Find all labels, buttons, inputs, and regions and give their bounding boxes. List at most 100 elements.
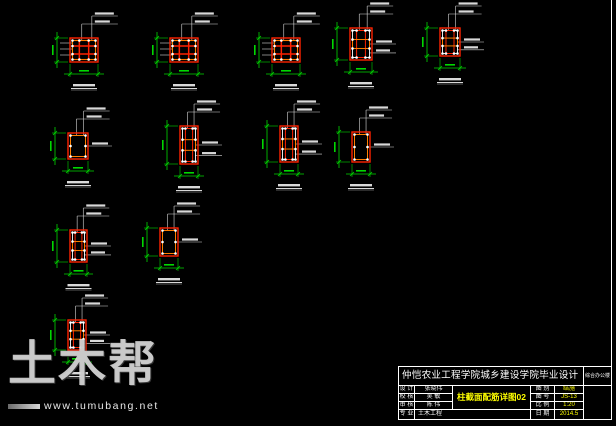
rebar-dot <box>366 145 369 149</box>
rebar-dot <box>441 52 444 55</box>
inner-stirrup <box>282 138 296 150</box>
dimension-text <box>72 358 82 360</box>
dimension-text <box>262 139 264 149</box>
rebar-dot <box>366 158 369 161</box>
dimension-tick <box>52 347 58 353</box>
rebar-dot <box>368 29 371 32</box>
dimension-tick <box>84 271 90 277</box>
section-caption <box>350 82 372 85</box>
rebar-dot <box>80 231 84 234</box>
rebar-dot <box>71 231 74 234</box>
info-value: 2014.5 <box>555 410 584 419</box>
title-block: 仲恺农业工程学院城乡建设学院毕业设计 综合办公楼 设 计 张晓伟 校 核 吴 敏… <box>398 366 612 420</box>
staff-label: 校 核 <box>399 394 415 402</box>
rebar-dot <box>171 44 174 48</box>
rebar-dot <box>83 258 86 261</box>
dimension-tick <box>256 59 262 65</box>
dimension-tick <box>65 168 71 174</box>
dimension-tick <box>295 171 301 177</box>
dimension-tick <box>157 265 163 271</box>
stirrup <box>354 134 368 160</box>
column-outline <box>349 27 373 61</box>
dimension-tick <box>54 35 60 41</box>
section-caption <box>350 184 372 187</box>
rebar-dot <box>83 249 86 252</box>
annotation-text <box>458 2 478 5</box>
annotation-text <box>296 12 316 15</box>
rebar-dot <box>69 155 72 158</box>
rebar-dot <box>187 39 190 42</box>
watermark-brand: 土木帮 <box>8 338 159 391</box>
dimension-tick <box>65 359 71 365</box>
stirrup <box>71 39 97 61</box>
dimension-tick <box>195 71 201 77</box>
rebar-dot <box>284 158 287 161</box>
dimension-tick <box>144 253 150 259</box>
annotation-text <box>302 150 316 153</box>
dimension-text <box>334 142 336 152</box>
section-caption <box>67 181 89 184</box>
rebar-dot <box>84 134 87 137</box>
column-section-detail <box>50 107 112 188</box>
section-caption <box>67 284 90 287</box>
rebar-dot <box>181 138 184 141</box>
rebar-dot <box>296 44 299 48</box>
rebar-dot <box>71 249 74 252</box>
staff-label: 设 计 <box>399 386 415 394</box>
inner-stirrup <box>445 30 455 54</box>
rebar-dot <box>281 137 284 141</box>
annotation-text <box>94 20 110 23</box>
dimension-text <box>50 330 52 340</box>
annotation-text <box>464 46 478 49</box>
dimension-text <box>79 70 89 72</box>
stirrup <box>273 39 299 61</box>
info-value: 1:20 <box>555 402 584 410</box>
dimension-text <box>50 141 52 151</box>
rebar-dot <box>94 39 97 42</box>
dimension-text <box>142 237 144 247</box>
staff-label: 审 核 <box>399 402 415 410</box>
rebar-dot <box>368 47 371 50</box>
rebar-dot <box>456 36 459 40</box>
rebar-dot <box>82 329 85 333</box>
rebar-dot <box>161 252 164 255</box>
dimension-tick <box>52 317 58 323</box>
staff-name: 张晓伟 <box>415 386 453 394</box>
column-outline <box>169 37 199 63</box>
column-outline <box>69 229 88 263</box>
rebar-dot <box>456 52 459 55</box>
annotation-text <box>464 38 480 41</box>
dimension-tick <box>336 159 342 165</box>
dimension-tick <box>349 171 355 177</box>
rebar-dot <box>281 127 284 130</box>
rebar-dot <box>364 56 367 59</box>
column-outline <box>67 132 89 160</box>
dimension-text <box>184 172 194 174</box>
annotation-text <box>297 108 313 111</box>
dimension-tick <box>297 71 303 77</box>
annotation-text <box>297 100 317 103</box>
rebar-dot <box>161 229 164 232</box>
rebar-dot <box>174 240 177 244</box>
rebar-dot <box>84 155 87 158</box>
column-section-detail <box>262 100 322 191</box>
stirrup <box>182 128 196 162</box>
annotation-text <box>370 10 386 13</box>
column-outline <box>69 37 99 63</box>
info-label: 图 别 <box>531 386 555 394</box>
rebar-dot <box>191 127 194 130</box>
dimension-tick <box>264 123 270 129</box>
dimension-tick <box>437 65 443 71</box>
dimension-tick <box>54 227 60 233</box>
project-name: 综合办公楼 <box>584 367 611 386</box>
dimension-tick <box>424 53 430 59</box>
rebar-dot <box>281 158 284 161</box>
rebar-dot <box>181 127 184 130</box>
rebar-dot <box>194 52 197 56</box>
rebar-dot <box>273 52 276 56</box>
dimension-tick <box>154 59 160 65</box>
annotation-text <box>182 238 198 241</box>
staff-name: 陈 伟 <box>415 402 453 410</box>
rebar-dot <box>291 127 294 130</box>
rebar-dot <box>368 38 371 41</box>
